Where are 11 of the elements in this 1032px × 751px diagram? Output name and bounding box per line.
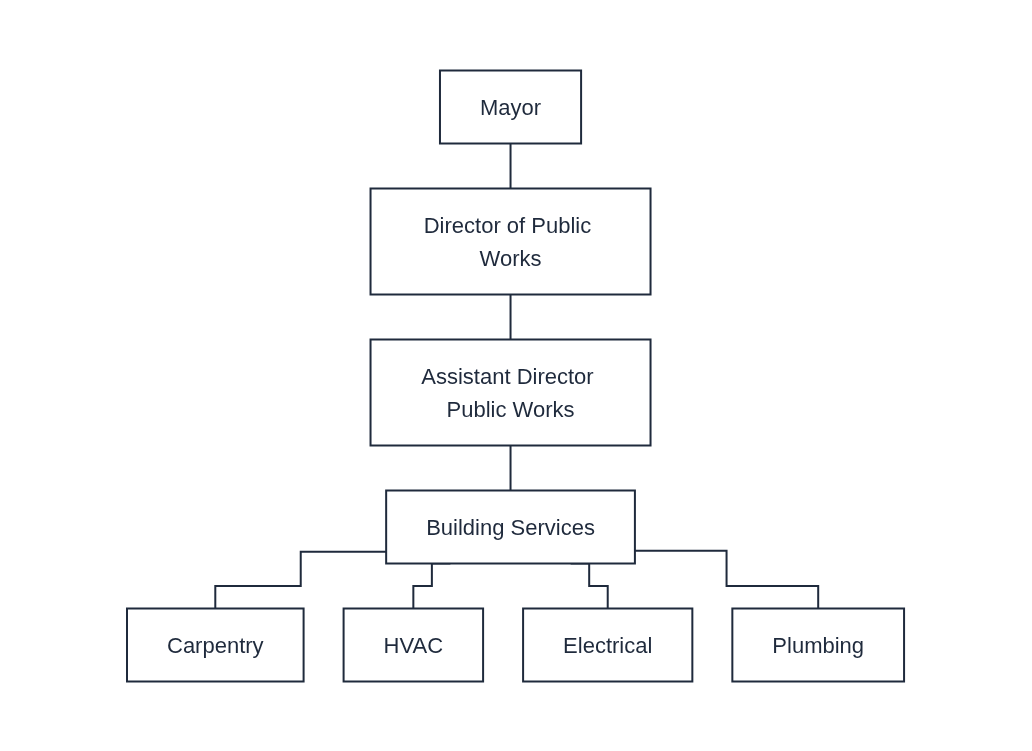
node-box: Electrical — [522, 607, 694, 682]
node-box: Assistant Director Public Works — [370, 338, 652, 446]
node-box: Plumbing — [731, 607, 906, 682]
connector — [510, 444, 512, 491]
node-box: Mayor — [439, 69, 583, 144]
node-box: Carpentry — [126, 607, 306, 682]
node-box: HVAC — [343, 607, 485, 682]
node-box: Director of Public Works — [370, 187, 652, 295]
connector — [510, 142, 512, 189]
node-box: Building Services — [385, 489, 637, 564]
connector — [510, 293, 512, 340]
